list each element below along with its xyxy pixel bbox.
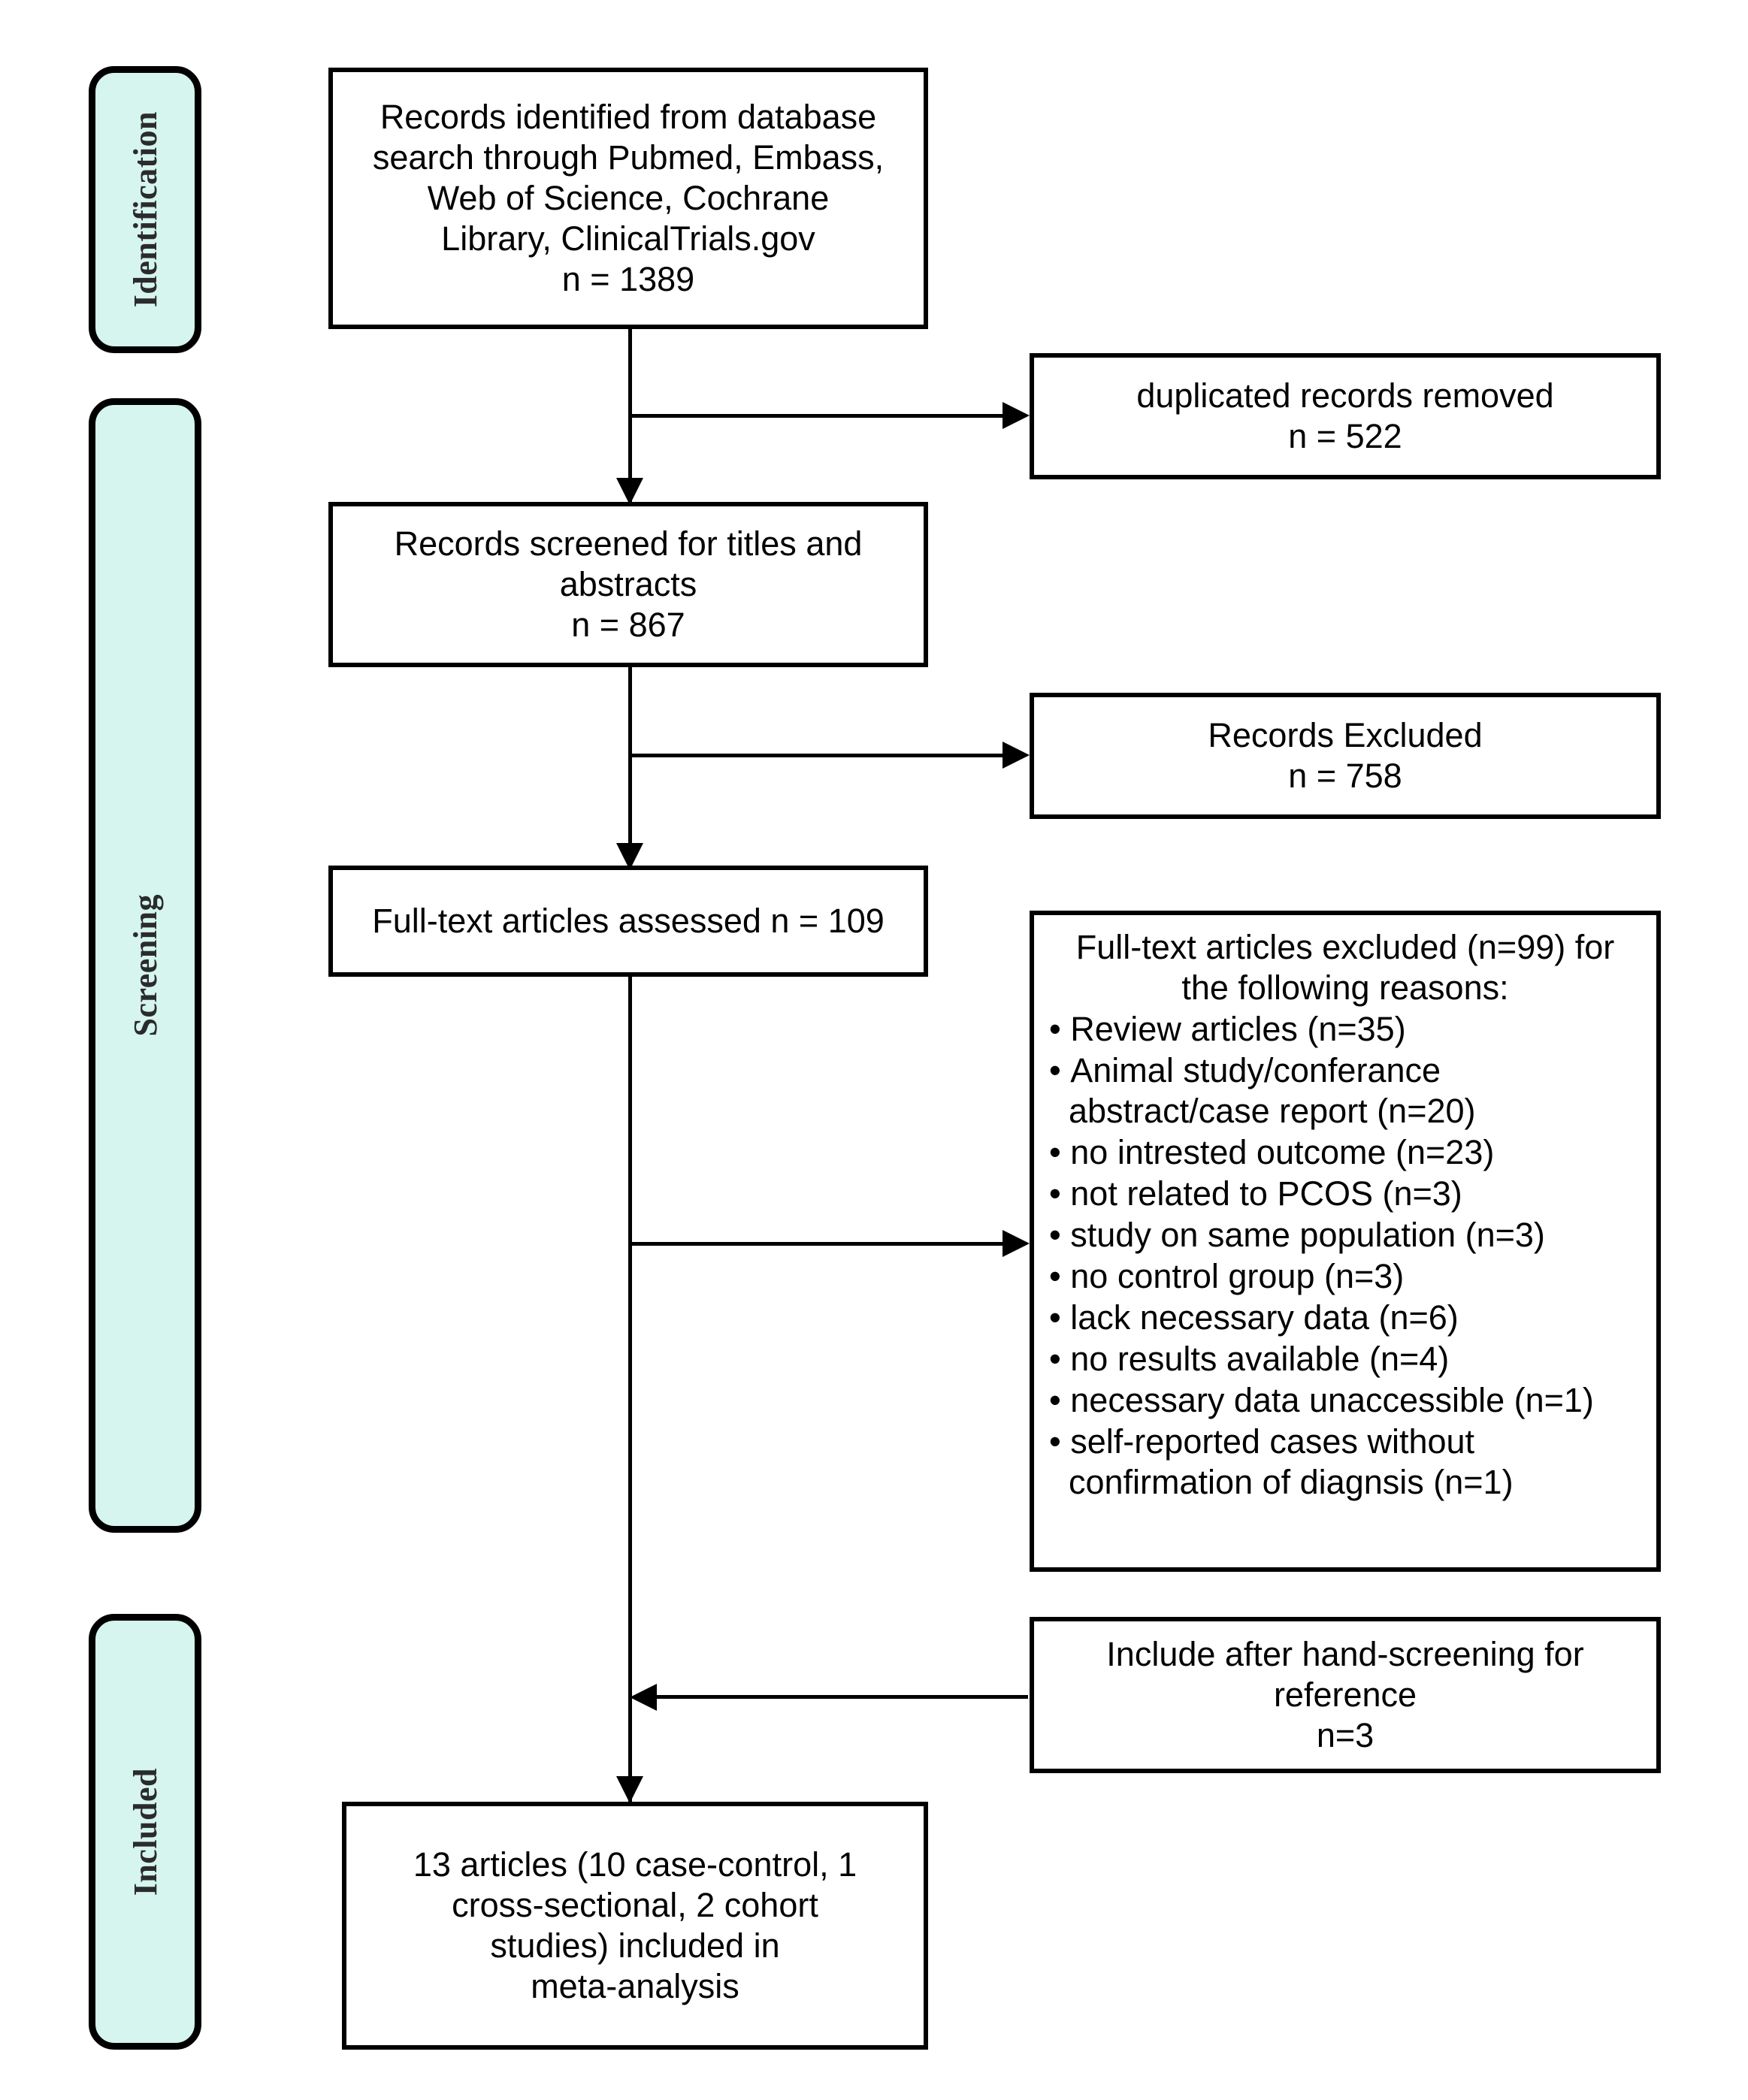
phase-pill-screening: Screening xyxy=(89,398,201,1533)
box-records-identified: Records identified from database search … xyxy=(328,68,928,329)
box-records-excluded: Records Excluded n = 758 xyxy=(1030,693,1661,819)
connector-to-duplicates xyxy=(628,414,1015,418)
arrowhead-fulltext-excluded xyxy=(1003,1230,1030,1257)
list-item: Review articles (n=35) xyxy=(1049,1009,1641,1050)
box-records-screened-text: Records screened for titles and abstract… xyxy=(394,524,863,644)
phase-label-included: Included xyxy=(126,1767,164,1896)
fulltext-excluded-reason-list: Review articles (n=35) Animal study/conf… xyxy=(1049,1009,1641,1503)
connector-to-fulltext-excluded xyxy=(628,1242,1015,1246)
box-records-identified-text: Records identified from database search … xyxy=(372,98,885,298)
box-hand-screening: Include after hand-screening for referen… xyxy=(1030,1617,1661,1773)
arrowhead-final-included xyxy=(616,1776,643,1803)
box-fulltext-assessed-text: Full-text articles assessed n = 109 xyxy=(372,902,885,940)
connector-screened-to-fulltext xyxy=(628,667,632,869)
list-item: self-reported cases without confirmation… xyxy=(1049,1422,1641,1503)
connector-fulltext-to-final xyxy=(628,977,632,1802)
box-final-included-text: 13 articles (10 case-control, 1 cross-se… xyxy=(413,1845,857,2005)
list-item: no results available (n=4) xyxy=(1049,1339,1641,1379)
arrowhead-duplicates xyxy=(1003,402,1030,429)
box-final-included: 13 articles (10 case-control, 1 cross-se… xyxy=(342,1802,928,2050)
arrowhead-hand-screening xyxy=(630,1684,657,1711)
list-item: necessary data unaccessible (n=1) xyxy=(1049,1380,1641,1421)
list-item: no control group (n=3) xyxy=(1049,1256,1641,1297)
box-duplicated-records-removed-text: duplicated records removed n = 522 xyxy=(1136,376,1554,455)
arrowhead-records-excluded xyxy=(1003,742,1030,769)
list-item: no intrested outcome (n=23) xyxy=(1049,1132,1641,1173)
arrowhead-screened xyxy=(616,478,643,505)
box-records-screened: Records screened for titles and abstract… xyxy=(328,502,928,667)
phase-label-identification: Identification xyxy=(126,111,164,308)
list-item: not related to PCOS (n=3) xyxy=(1049,1174,1641,1214)
box-duplicated-records-removed: duplicated records removed n = 522 xyxy=(1030,353,1661,479)
box-fulltext-excluded-header: Full-text articles excluded (n=99) for t… xyxy=(1075,928,1615,1007)
connector-to-records-excluded xyxy=(628,754,1015,757)
box-fulltext-excluded: Full-text articles excluded (n=99) for t… xyxy=(1030,911,1661,1572)
list-item: study on same population (n=3) xyxy=(1049,1215,1641,1255)
box-hand-screening-text: Include after hand-screening for referen… xyxy=(1106,1635,1584,1754)
list-item: lack necessary data (n=6) xyxy=(1049,1298,1641,1338)
box-fulltext-assessed: Full-text articles assessed n = 109 xyxy=(328,866,928,977)
list-item: Animal study/conferance abstract/case re… xyxy=(1049,1050,1641,1132)
phase-pill-included: Included xyxy=(89,1614,201,2050)
phase-pill-identification: Identification xyxy=(89,66,201,353)
connector-hand-screening-to-trunk xyxy=(655,1695,1028,1699)
phase-label-screening: Screening xyxy=(126,894,164,1037)
box-records-excluded-text: Records Excluded n = 758 xyxy=(1208,716,1483,795)
